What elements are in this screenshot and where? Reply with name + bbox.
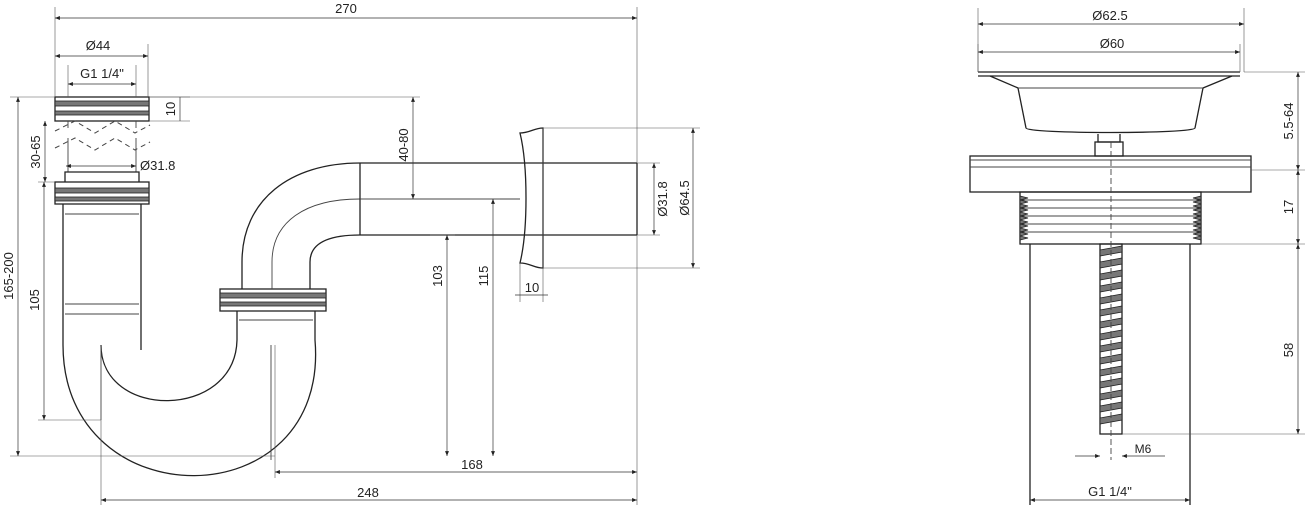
dim-248-label: 248 xyxy=(357,485,379,500)
upper-bend xyxy=(241,162,361,289)
middle-union-nut xyxy=(219,288,327,340)
dim-d31-8-inlet-label: Ø31.8 xyxy=(140,158,175,173)
threaded-rod-m6 xyxy=(1099,142,1123,460)
body-flange xyxy=(969,155,1252,193)
dim-30-65-label: 30-65 xyxy=(28,135,43,168)
dim-d64-5-label: Ø64.5 xyxy=(677,180,692,215)
dim-103-label: 103 xyxy=(430,265,445,287)
dim-58-label: 58 xyxy=(1281,343,1296,357)
drain-plug-view: Ø62.5 Ø60 5.5-64 17 58 M6 G1 1/4" xyxy=(969,8,1305,505)
strainer-cap xyxy=(978,71,1240,157)
vertical-body xyxy=(62,204,142,345)
dim-g14-label: G1 1/4" xyxy=(80,66,124,81)
dim-5-5-64-label: 5.5-64 xyxy=(1281,103,1296,140)
dim-40-80-label: 40-80 xyxy=(396,128,411,161)
dim-g14-bottom-label: G1 1/4" xyxy=(1088,484,1132,499)
dim-d31-8-outlet-label: Ø31.8 xyxy=(655,181,670,216)
inlet-lower-nut xyxy=(54,171,150,205)
dim-m6-label: M6 xyxy=(1135,442,1152,456)
body-lower xyxy=(1029,244,1191,505)
p-trap-side-view: 270 Ø44 G1 1/4" 10 30-65 Ø31.8 165-200 1… xyxy=(1,1,700,505)
dim-d60-label: Ø60 xyxy=(1100,36,1125,51)
dim-17-label: 17 xyxy=(1281,200,1296,214)
dim-270-label: 270 xyxy=(335,1,357,16)
dim-10-flange-label: 10 xyxy=(525,280,539,295)
dim-165-200-label: 165-200 xyxy=(1,252,16,300)
dim-d44-label: Ø44 xyxy=(86,38,111,53)
dim-115-label: 115 xyxy=(476,266,491,287)
wall-flange xyxy=(519,127,544,269)
threaded-neck xyxy=(1019,191,1202,245)
dim-10-top-label: 10 xyxy=(163,102,178,116)
adjustable-tail-break xyxy=(54,120,151,172)
inlet-top-nut xyxy=(54,96,150,128)
dim-168-label: 168 xyxy=(461,457,483,472)
dim-d62-5-label: Ø62.5 xyxy=(1092,8,1127,23)
dim-105-label: 105 xyxy=(27,289,42,311)
u-bend xyxy=(62,339,317,477)
